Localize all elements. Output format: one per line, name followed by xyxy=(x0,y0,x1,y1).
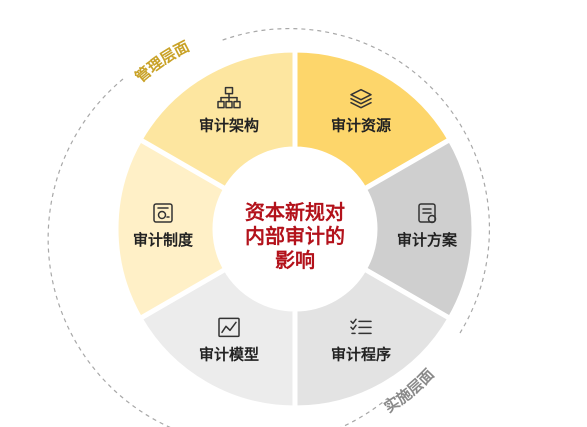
segment-label-structure: 审计架构 xyxy=(199,117,259,135)
segment-label-procedure: 审计程序 xyxy=(331,345,391,363)
stack-layers-icon xyxy=(350,88,372,109)
dashed-ring-right xyxy=(219,27,490,334)
certificate-document-icon xyxy=(153,203,173,223)
segment-label-system: 审计制度 xyxy=(133,231,194,249)
segment-label-plan: 审计方案 xyxy=(397,231,458,249)
segment-label-resources: 审计资源 xyxy=(331,117,391,135)
center-title-line-2: 内部审计的 xyxy=(245,224,345,248)
segment-structure xyxy=(136,47,298,193)
wheel-segments: 审计资源 审计方案 审计程序 审计模型 审计制度 审计架构 xyxy=(113,47,477,411)
org-chart-icon xyxy=(217,86,241,109)
management-level-label: 管理层面 xyxy=(132,37,193,86)
segment-model xyxy=(136,265,298,411)
center-title-line-3: 影响 xyxy=(275,248,315,272)
task-list-icon xyxy=(350,318,372,335)
center-circle xyxy=(219,153,371,305)
center-title-line-1: 资本新规对 xyxy=(245,200,345,224)
line-chart-window-icon xyxy=(218,317,240,338)
segment-resources xyxy=(292,47,454,193)
segment-label-model: 审计模型 xyxy=(199,345,259,363)
segment-plan xyxy=(360,136,477,322)
segment-procedure xyxy=(292,265,454,411)
checklist-document-icon xyxy=(418,203,437,224)
segment-system xyxy=(113,136,230,322)
